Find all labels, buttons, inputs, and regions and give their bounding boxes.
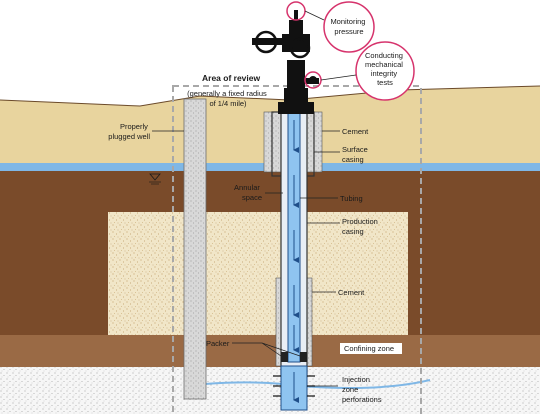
tubing-label: Tubing (340, 194, 363, 203)
wellhead (252, 10, 319, 114)
mit-label: Conducting mechanical integrity tests (365, 51, 405, 87)
packer-label: Packer (206, 339, 230, 348)
confining-label-bg (340, 343, 402, 354)
cement-low-label: Cement (338, 288, 365, 297)
confining-zone-label: Confining zone (344, 344, 394, 353)
water-table-icon (149, 173, 161, 185)
injection-zone-layer (0, 367, 540, 414)
cement-top-label: Cement (342, 127, 369, 136)
leader-packer (232, 342, 301, 357)
sandstone-block (108, 212, 408, 336)
ground-surface-line (0, 85, 540, 107)
perforations (273, 375, 315, 397)
annular-space-label: Annular space (234, 183, 262, 202)
mit-label-ring (355, 41, 415, 101)
confining-zone-layer (0, 335, 540, 367)
leader-mit (320, 74, 357, 81)
leader-monitoring (304, 10, 325, 21)
area-of-review-subtitle: (generally a fixed radius of 1/4 mile) (187, 89, 269, 108)
surface-casing-label: Surface casing (342, 145, 370, 164)
plugged-well-label: Properly plugged well (108, 122, 150, 141)
monitoring-label: Monitoring pressure (330, 17, 367, 36)
packer-right (300, 352, 307, 362)
injection-label: Injection zone perforations (342, 375, 382, 404)
production-casing-label: Production casing (342, 217, 380, 236)
plugged-well (183, 98, 207, 400)
packer-left (281, 352, 288, 362)
monitoring-label-ring (323, 1, 375, 53)
area-of-review-title: Area of review (202, 73, 260, 83)
